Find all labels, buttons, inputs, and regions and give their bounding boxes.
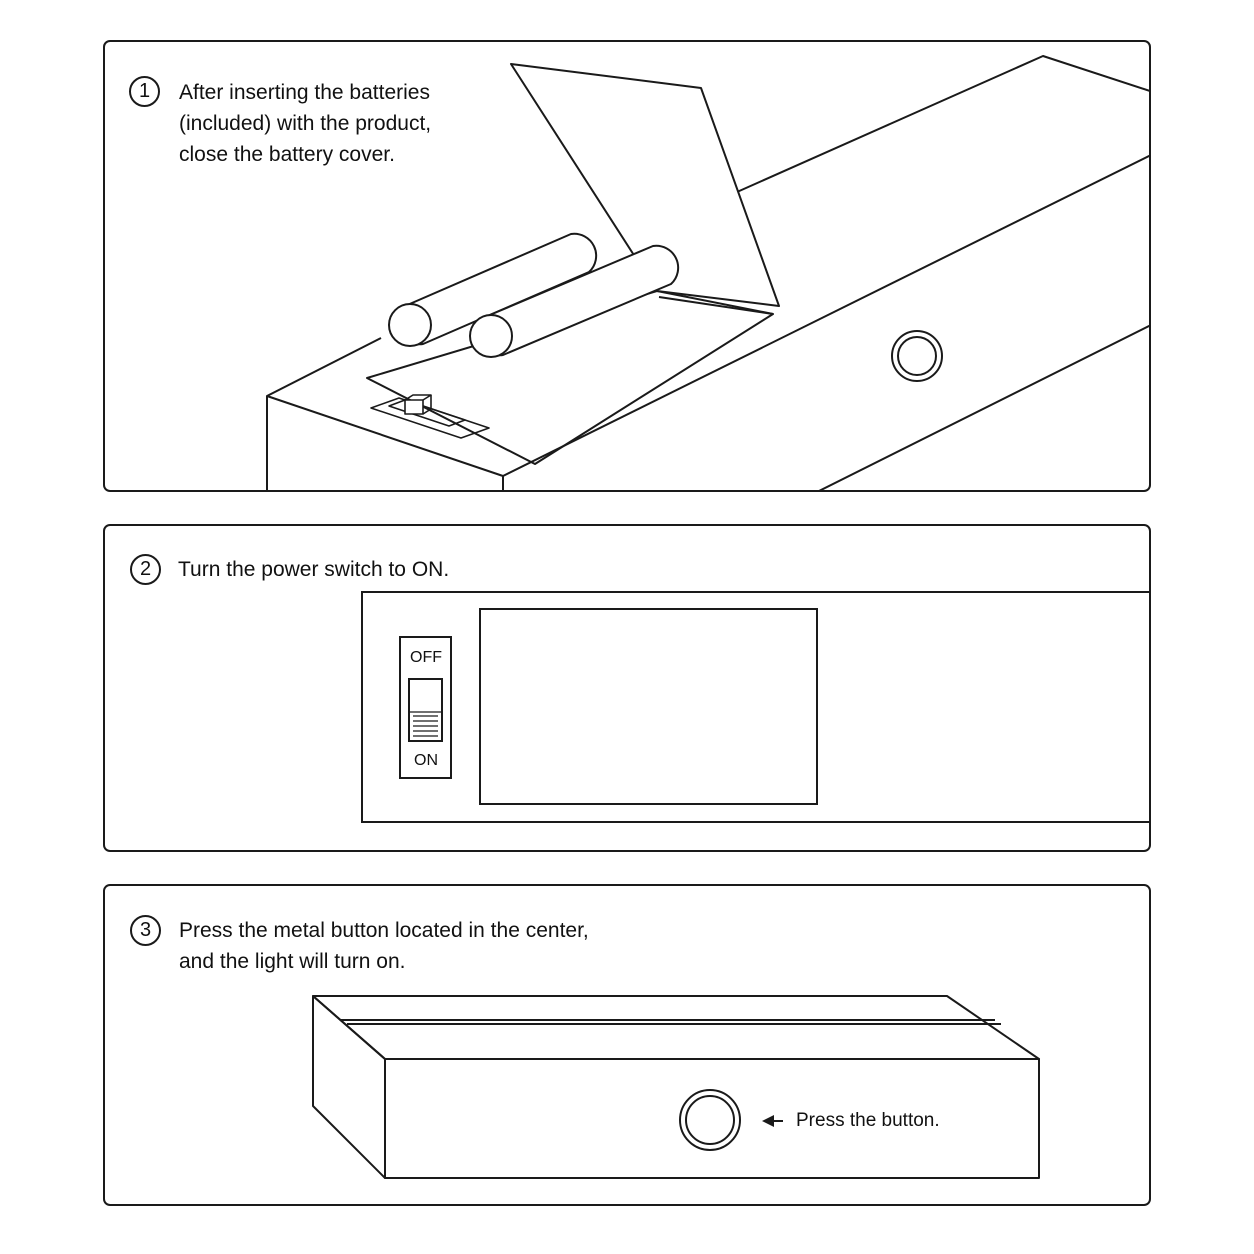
device-top-outline bbox=[361, 591, 1149, 823]
switch-on-label: ON bbox=[414, 752, 438, 769]
step-2-number: 2 bbox=[130, 554, 161, 585]
instruction-line: Turn the power switch to ON. bbox=[178, 558, 450, 581]
step-1-instruction: After inserting the batteries (included)… bbox=[179, 77, 431, 170]
device-body bbox=[266, 55, 1149, 490]
device-battery-illustration bbox=[266, 55, 1149, 490]
instruction-line: (included) with the product, bbox=[179, 112, 432, 135]
device-body bbox=[312, 995, 1040, 1179]
power-switch-icon bbox=[399, 636, 452, 779]
metal-button-icon bbox=[891, 330, 943, 382]
battery-icon bbox=[388, 232, 680, 358]
battery-cover-panel bbox=[479, 608, 818, 805]
power-switch-icon bbox=[370, 394, 490, 439]
device-top-view-illustration bbox=[361, 591, 1149, 823]
instruction-line: and the light will turn on. bbox=[179, 950, 406, 973]
step-3-number: 3 bbox=[130, 915, 161, 946]
device-perspective-illustration bbox=[312, 995, 1040, 1179]
press-button-callout: Press the button. bbox=[796, 1110, 940, 1131]
instruction-line: Press the metal button located in the ce… bbox=[179, 919, 589, 942]
instruction-line: close the battery cover. bbox=[179, 143, 395, 166]
step-2-panel: 2 Turn the power switch to ON. OFF ON bbox=[103, 524, 1151, 852]
battery-cover bbox=[510, 63, 780, 307]
switch-off-label: OFF bbox=[410, 649, 442, 666]
instruction-line: After inserting the batteries bbox=[179, 81, 430, 104]
step-3-instruction: Press the metal button located in the ce… bbox=[179, 915, 589, 977]
step-1-panel: 1 After inserting the batteries (include… bbox=[103, 40, 1151, 492]
step-1-number: 1 bbox=[129, 76, 160, 107]
step-2-instruction: Turn the power switch to ON. bbox=[178, 554, 449, 585]
step-3-panel: 3 Press the metal button located in the … bbox=[103, 884, 1151, 1206]
arrow-left-icon bbox=[762, 1115, 783, 1127]
metal-button-icon bbox=[679, 1089, 741, 1151]
